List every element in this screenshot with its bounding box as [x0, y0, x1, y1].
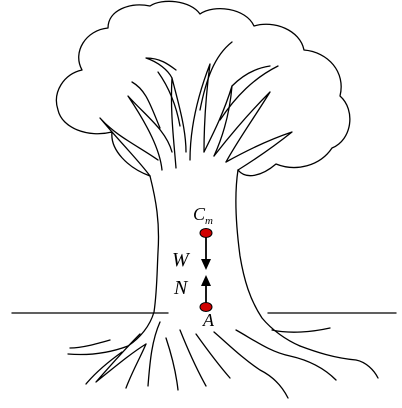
tree-branches [100, 42, 292, 176]
center-of-mass-point [200, 229, 212, 238]
tree-trunk-left-edge [128, 176, 159, 346]
tree-trunk-right-edge [236, 170, 300, 346]
center-of-mass-label: Cm [193, 204, 213, 227]
center-of-mass-subscript: m [205, 215, 213, 227]
contact-point-label: A [202, 310, 215, 330]
weight-arrowhead-icon [201, 259, 211, 270]
tree-canopy [56, 1, 349, 176]
weight-label: W [172, 249, 191, 271]
tree-roots [68, 322, 378, 398]
force-diagram: Cm W N A [172, 204, 215, 330]
normal-force-label: N [173, 277, 189, 299]
normal-force-arrowhead-icon [201, 275, 211, 286]
